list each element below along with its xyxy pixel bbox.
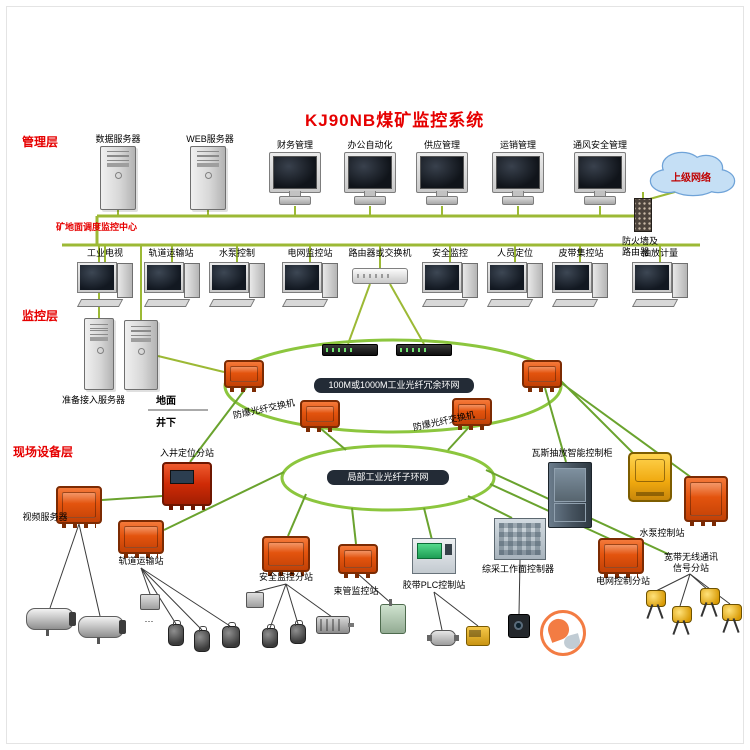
- dispatch-center-label: 矿地面调度监控中心: [56, 222, 138, 232]
- ground-label: 地面: [156, 396, 176, 407]
- sub-ring: [280, 444, 496, 512]
- monitoring-layer-label: 监控层: [22, 309, 59, 323]
- access-server-label: 准备接入服务器: [62, 395, 126, 405]
- page-title: KJ90NB煤矿监控系统: [305, 111, 485, 130]
- field-layer-label: 现场设备层: [13, 445, 74, 459]
- sub-ring-label: 局部工业光纤子环网: [327, 470, 449, 485]
- firewall-router-label: 防火墙及路由器: [622, 236, 659, 258]
- management-layer-label: 管理层: [22, 135, 59, 149]
- upper-network-label: 上级网络: [671, 173, 711, 184]
- main-ring-label: 100M或1000M工业光纤冗余环网: [314, 378, 474, 393]
- underground-label: 井下: [156, 418, 176, 429]
